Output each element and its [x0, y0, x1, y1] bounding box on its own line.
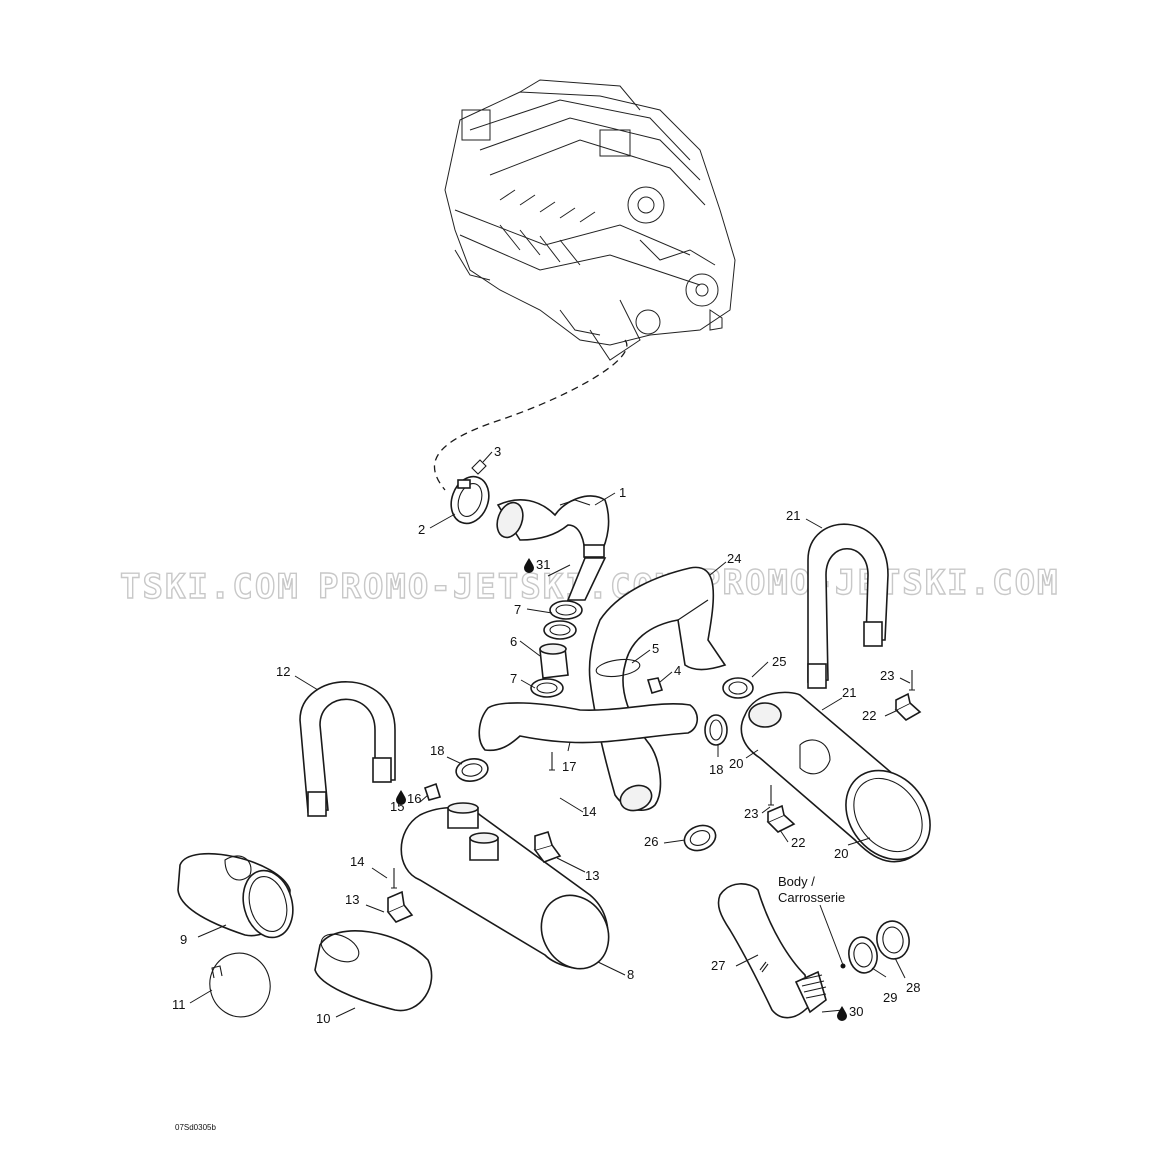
callout-24: 24	[727, 551, 741, 566]
callout-13-left: 13	[345, 892, 359, 907]
callout-4: 4	[674, 663, 681, 678]
callout-11: 11	[172, 997, 186, 1012]
callout-12: 12	[276, 664, 290, 679]
callout-29: 29	[883, 990, 897, 1005]
body-note-line2: Carrosserie	[778, 890, 845, 905]
muffler-20	[740, 691, 931, 863]
callout-15: 15	[390, 799, 404, 814]
callout-20-mid: 20	[729, 756, 743, 771]
ring-29	[848, 936, 878, 974]
callout-2: 2	[418, 522, 425, 537]
callout-25: 25	[772, 654, 786, 669]
screw-14-right	[549, 752, 555, 771]
callouts: 1 2 3 31 7 6 7 5 4 24 25 12 21 21 23 22 …	[172, 444, 920, 1026]
clamp-2	[450, 475, 490, 525]
hose-17	[478, 702, 699, 752]
callout-6: 6	[510, 634, 517, 649]
body-note-line1: Body /	[778, 874, 815, 889]
callout-16: 16	[407, 791, 421, 806]
clamp-11	[209, 952, 271, 1018]
fitting-4	[646, 677, 664, 694]
callout-18-right: 18	[709, 762, 723, 777]
callout-21-top: 21	[786, 508, 800, 523]
clamp-25	[722, 677, 754, 699]
callout-13-right: 13	[585, 868, 599, 883]
callout-23-top: 23	[880, 668, 894, 683]
drop-icon	[837, 1006, 847, 1021]
body-note: Body / Carrosserie	[778, 874, 845, 905]
bracket-13-left	[386, 890, 414, 923]
callout-7-upper: 7	[514, 602, 521, 617]
callout-18-left: 18	[430, 743, 444, 758]
sleeve-10	[314, 930, 433, 1012]
exhaust-elbow-1	[496, 495, 610, 559]
clamp-26	[683, 824, 717, 852]
callout-3: 3	[494, 444, 501, 459]
callout-10: 10	[316, 1011, 330, 1026]
callout-17: 17	[562, 759, 576, 774]
screw-23-upper	[909, 670, 915, 691]
sleeve-6	[539, 643, 569, 679]
callout-22-top: 22	[862, 708, 876, 723]
nut-28	[876, 920, 910, 960]
callout-1: 1	[619, 485, 626, 500]
bracket-22-upper	[894, 692, 922, 721]
callout-14-left: 14	[350, 854, 364, 869]
watermark-left: TSKI.COM	[120, 567, 300, 607]
pipe-section	[566, 557, 607, 601]
callout-26: 26	[644, 834, 658, 849]
clamp-18-left	[455, 758, 489, 782]
callout-21-mid: 21	[842, 685, 856, 700]
strap-21	[807, 523, 889, 689]
strap-12	[299, 681, 396, 817]
body-point	[840, 963, 846, 969]
hose-24	[588, 566, 727, 812]
screw-23-lower	[768, 785, 774, 806]
routing-line	[433, 339, 628, 491]
clamp-7-middle	[543, 620, 577, 640]
callout-23-lower: 23	[744, 806, 758, 821]
muffler-8	[400, 802, 610, 970]
watermark: TSKI.COM PROMO-JETSKI.COM PROMO-JETSKI.C…	[119, 562, 1058, 607]
bracket-13-right	[533, 831, 562, 863]
fitting-15	[423, 782, 442, 801]
drop-icon	[396, 790, 406, 805]
clamp-7-lower	[530, 678, 564, 698]
callout-20-lower: 20	[834, 846, 848, 861]
screw-14-left	[391, 868, 397, 889]
callout-9: 9	[180, 932, 187, 947]
callout-8: 8	[627, 967, 634, 982]
callout-22-lower: 22	[791, 835, 805, 850]
callout-31: 31	[536, 557, 550, 572]
leader-lines	[189, 451, 911, 1018]
clamp-7-upper	[549, 600, 583, 620]
clamp-18-right	[704, 714, 728, 746]
drop-icon	[524, 558, 534, 573]
callout-27: 27	[711, 958, 725, 973]
callout-7-lower: 7	[510, 671, 517, 686]
callout-14-right: 14	[582, 804, 596, 819]
ring-5	[595, 658, 641, 678]
engine-illustration	[444, 79, 736, 361]
callout-28: 28	[906, 980, 920, 995]
heat-shield-9	[177, 852, 294, 939]
callout-5: 5	[652, 641, 659, 656]
reference-code: 07Sd0305b	[175, 1123, 216, 1132]
bracket-22-lower	[766, 804, 796, 833]
outlet-pipe-27	[717, 883, 827, 1019]
callout-30: 30	[849, 1004, 863, 1019]
screw-3	[471, 459, 487, 475]
